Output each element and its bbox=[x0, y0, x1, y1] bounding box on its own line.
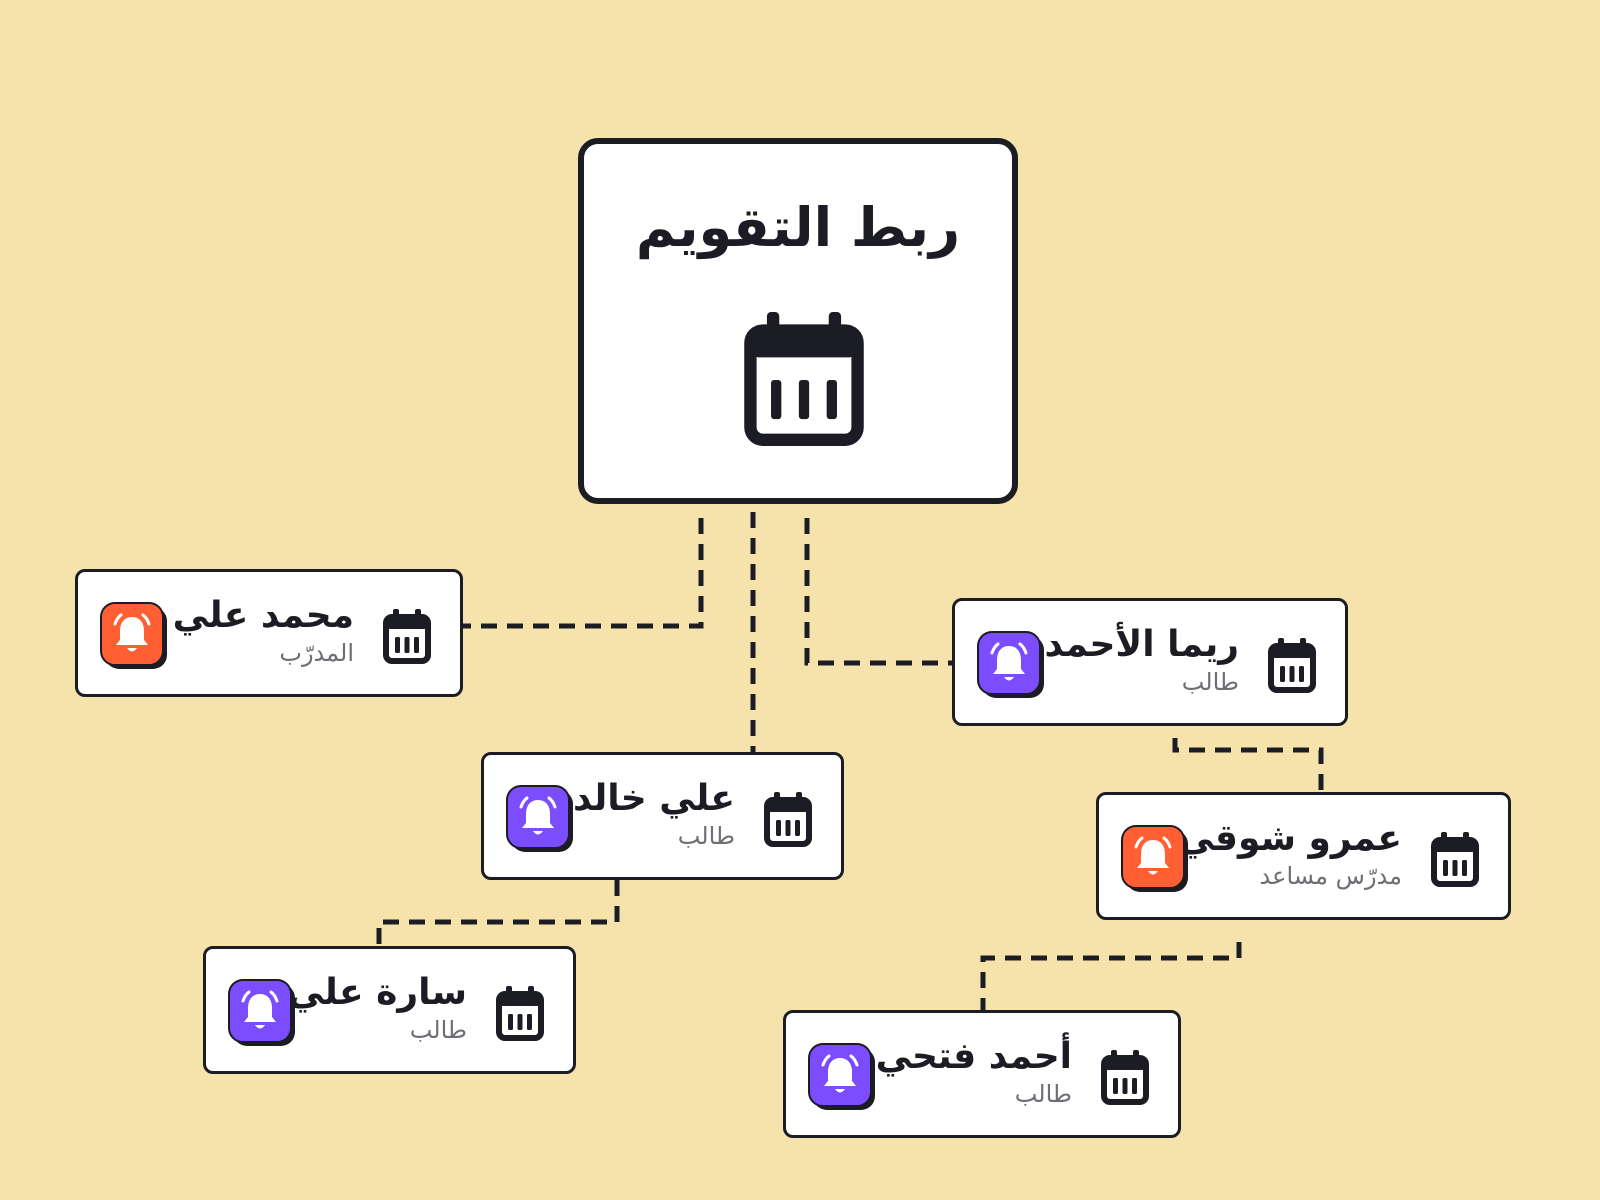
member-text: سارة علي طالب bbox=[288, 971, 467, 1045]
member-role: طالب bbox=[409, 1016, 467, 1044]
member-card-rima-alahmad: ريما الأحمد طالب bbox=[952, 598, 1348, 726]
connector-ali-khaled-sara-ali bbox=[376, 880, 620, 946]
calendar-icon bbox=[764, 792, 812, 847]
member-name: ريما الأحمد bbox=[1044, 624, 1239, 665]
calendar-icon bbox=[744, 312, 864, 446]
calendar-icon bbox=[1431, 832, 1479, 887]
member-role: طالب bbox=[1014, 1080, 1072, 1108]
purple-bell-icon bbox=[977, 631, 1044, 698]
member-card-mohamed-ali: محمد علي المدرّب bbox=[75, 569, 463, 697]
purple-bell-icon bbox=[808, 1043, 875, 1110]
calendar-icon bbox=[383, 609, 431, 664]
calendar-icon bbox=[496, 986, 544, 1041]
member-role: المدرّب bbox=[279, 639, 354, 667]
calendar-icon bbox=[1101, 1050, 1149, 1105]
root-title: ربط التقويم bbox=[635, 196, 961, 259]
member-text: ريما الأحمد طالب bbox=[1045, 623, 1239, 697]
connector-root-mohamed-ali bbox=[461, 518, 704, 629]
calendar-sync-root-node: ربط التقويم bbox=[578, 138, 1018, 504]
member-name: أحمد فتحي bbox=[875, 1036, 1072, 1077]
member-card-sara-ali: سارة علي طالب bbox=[203, 946, 576, 1074]
member-card-ali-khaled: علي خالد طالب bbox=[481, 752, 844, 880]
member-role: طالب bbox=[1181, 668, 1239, 696]
member-name: علي خالد bbox=[572, 778, 735, 819]
purple-bell-icon bbox=[228, 979, 295, 1046]
member-name: سارة علي bbox=[287, 972, 467, 1013]
calendar-icon bbox=[1268, 638, 1316, 693]
member-name: عمرو شوقي bbox=[1178, 818, 1402, 859]
orange-bell-icon bbox=[1121, 825, 1188, 892]
member-text: محمد علي المدرّب bbox=[173, 594, 354, 668]
connector-amr-shawki-ahmed-fathi bbox=[980, 942, 1242, 1010]
purple-bell-icon bbox=[506, 785, 573, 852]
member-text: أحمد فتحي طالب bbox=[876, 1035, 1072, 1109]
member-role: مدرّس مساعد bbox=[1259, 862, 1402, 890]
connector-root-rima-alahmad bbox=[804, 518, 952, 666]
member-card-ahmed-fathi: أحمد فتحي طالب bbox=[783, 1010, 1181, 1138]
member-role: طالب bbox=[677, 822, 735, 850]
member-text: علي خالد طالب bbox=[573, 777, 735, 851]
member-text: عمرو شوقي مدرّس مساعد bbox=[1178, 817, 1402, 891]
member-name: محمد علي bbox=[172, 595, 354, 636]
member-card-amr-shawki: عمرو شوقي مدرّس مساعد bbox=[1096, 792, 1511, 920]
connector-rima-alahmad-amr-shawki bbox=[1172, 738, 1324, 792]
orange-bell-icon bbox=[100, 602, 167, 669]
